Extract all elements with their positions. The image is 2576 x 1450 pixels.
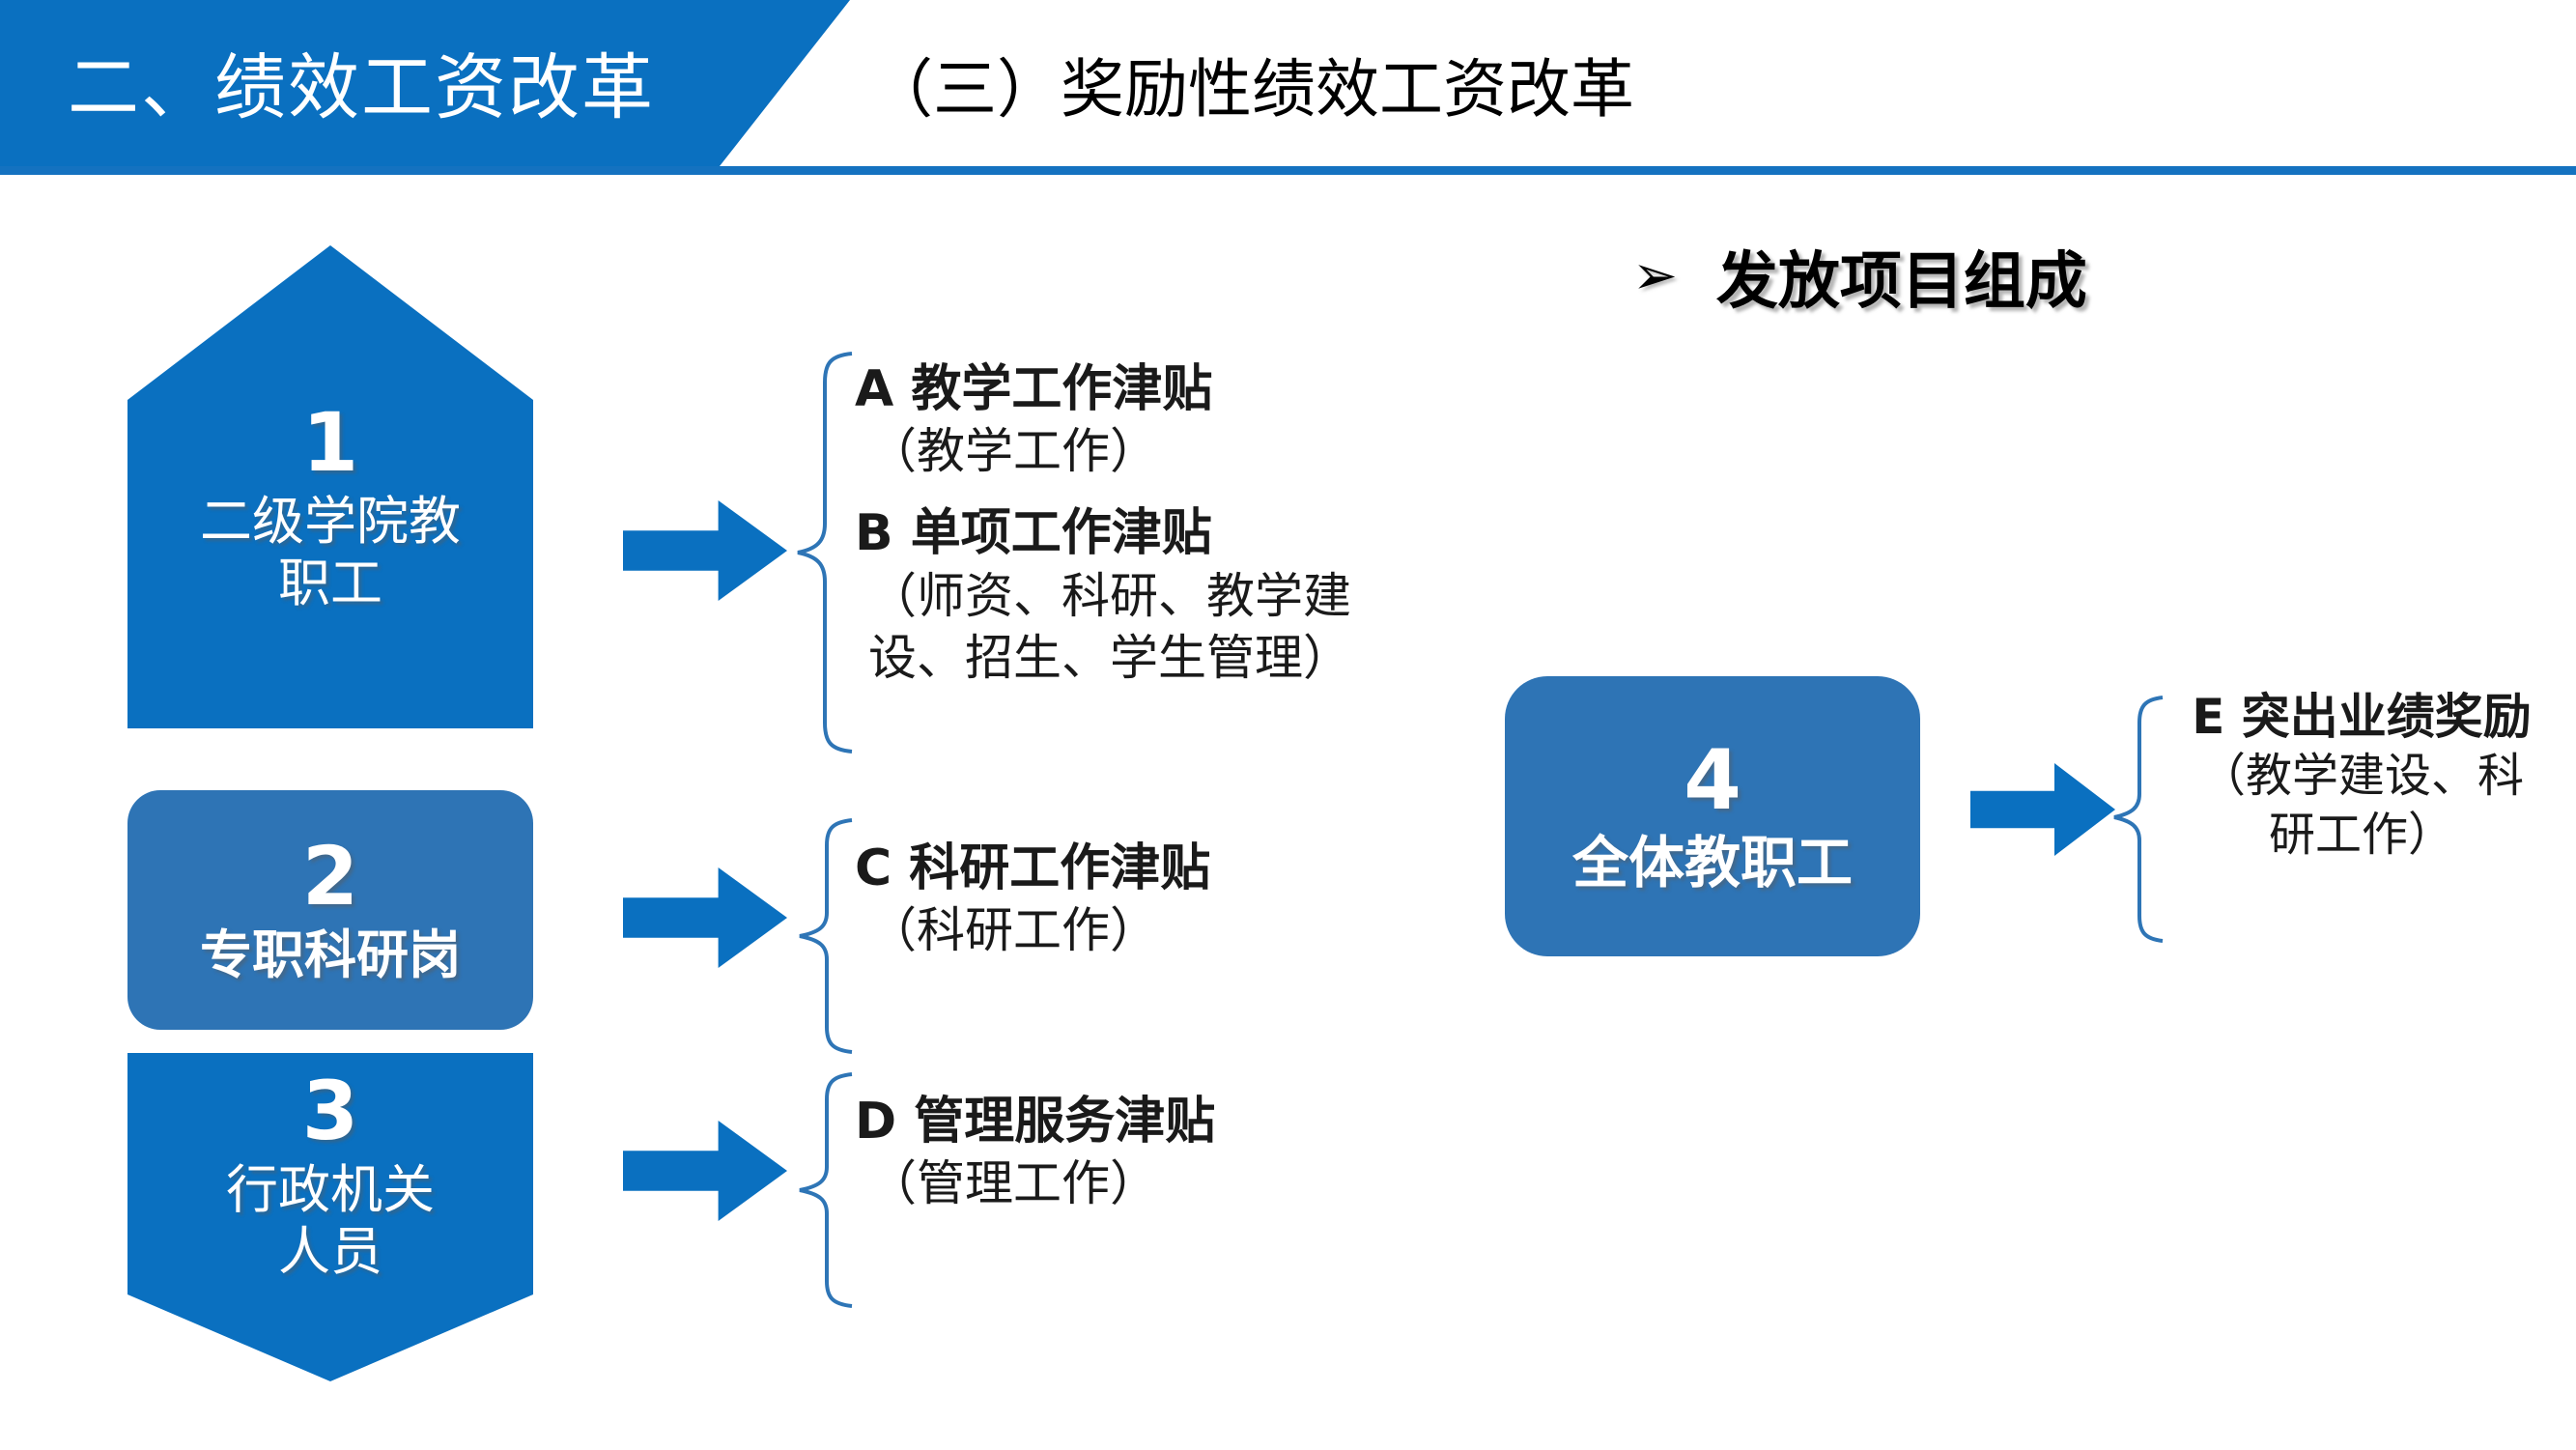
node-number-2: 2 [301,829,359,924]
list-item-b: B 单项工作津贴 （师资、科研、教学建 设、招生、学生管理） [855,503,1473,688]
node-card-3[interactable]: 3 行政机关 人员 [127,1053,533,1381]
item-b-title: B 单项工作津贴 [855,504,1212,563]
bullet-heading: ➢ 发放项目组成 [1632,232,2087,321]
item-d-title: D 管理服务津贴 [855,1093,1216,1151]
node-label-3-line1: 行政机关 [226,1159,435,1221]
item-b-sub-line1: （师资、科研、教学建 [868,567,1351,624]
node-card-1[interactable]: 1 二级学院教 职工 [127,245,533,728]
node-number-1: 1 [301,395,359,490]
curly-brace-c [792,816,860,1056]
item-e-title: E 突出业绩奖励 [2192,689,2532,745]
node-number-3: 3 [301,1064,359,1158]
list-item-e: E 突出业绩奖励 （教学建设、科 研工作） [2159,688,2564,866]
node-card-2[interactable]: 2 专职科研岗 [127,790,533,1030]
right-arrow-icon-3 [623,1121,787,1221]
node-label-3-line2: 人员 [278,1220,382,1282]
right-arrow-icon-4 [1970,763,2115,856]
curly-brace-ab [792,350,860,755]
curly-brace-e [2110,694,2168,945]
list-item-a: A 教学工作津贴 （教学工作） [855,359,1473,482]
node-label-4: 全体教职工 [1571,829,1853,896]
node-card-4[interactable]: 4 全体教职工 [1505,676,1920,956]
node-number-4: 4 [1684,731,1741,829]
header-divider-rule [0,166,2576,175]
item-group-e: E 突出业绩奖励 （教学建设、科 研工作） [2159,688,2564,866]
item-group-d: D 管理服务津贴 （管理工作） [855,1092,1434,1214]
item-a-sub-line1: （教学工作） [868,423,1158,480]
item-a-title: A 教学工作津贴 [855,360,1213,418]
node-label-2: 专职科研岗 [200,924,461,986]
node-label-3: 行政机关 人员 [226,1159,435,1282]
item-e-sub-line1: （教学建设、科 [2198,749,2524,803]
curly-brace-d [792,1070,860,1310]
bullet-heading-label: 发放项目组成 [1715,246,2087,318]
node-label-1: 二级学院教 职工 [200,491,461,613]
node-label-1-line1: 二级学院教 [200,491,461,553]
page-title: （三）奖励性绩效工资改革 [869,52,1634,127]
right-arrow-icon-2 [623,867,787,968]
arrow-bullet-icon: ➢ [1632,244,1678,307]
item-e-sub-line2: 研工作） [2268,808,2454,863]
item-c-title: C 科研工作津贴 [855,839,1211,897]
item-b-sub-line2: 设、招生、学生管理） [868,629,1351,686]
item-group-ab: A 教学工作津贴 （教学工作） B 单项工作津贴 （师资、科研、教学建 设、招生… [855,359,1473,689]
right-arrow-icon-1 [623,500,787,601]
header-band [0,0,850,166]
item-c-sub-line1: （科研工作） [868,902,1158,959]
list-item-c: C 科研工作津贴 （科研工作） [855,839,1434,961]
item-d-sub-line1: （管理工作） [868,1155,1158,1212]
node-label-1-line2: 职工 [278,552,382,613]
list-item-d: D 管理服务津贴 （管理工作） [855,1092,1434,1214]
item-group-c: C 科研工作津贴 （科研工作） [855,839,1434,961]
section-tab-title: 二、绩效工资改革 [68,45,655,129]
